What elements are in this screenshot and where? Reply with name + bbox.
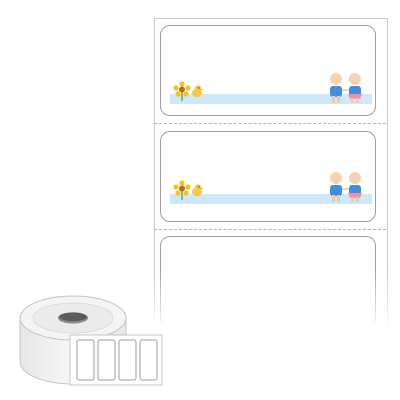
label-band	[170, 194, 372, 204]
two-children-icon	[330, 73, 362, 103]
two-children-icon	[330, 172, 362, 202]
perforation-line	[154, 123, 386, 124]
chick-icon	[192, 85, 204, 98]
label-strip	[154, 18, 388, 331]
sunflower-icon	[173, 81, 191, 101]
strip-fade	[150, 270, 390, 340]
label-roll-icon	[19, 295, 163, 386]
perforation-line	[154, 229, 386, 230]
label-2	[160, 131, 376, 222]
roll-label	[76, 339, 158, 381]
label-1	[160, 25, 376, 116]
chick-icon	[192, 184, 204, 197]
sunflower-icon	[173, 180, 191, 200]
label-band	[170, 94, 372, 104]
